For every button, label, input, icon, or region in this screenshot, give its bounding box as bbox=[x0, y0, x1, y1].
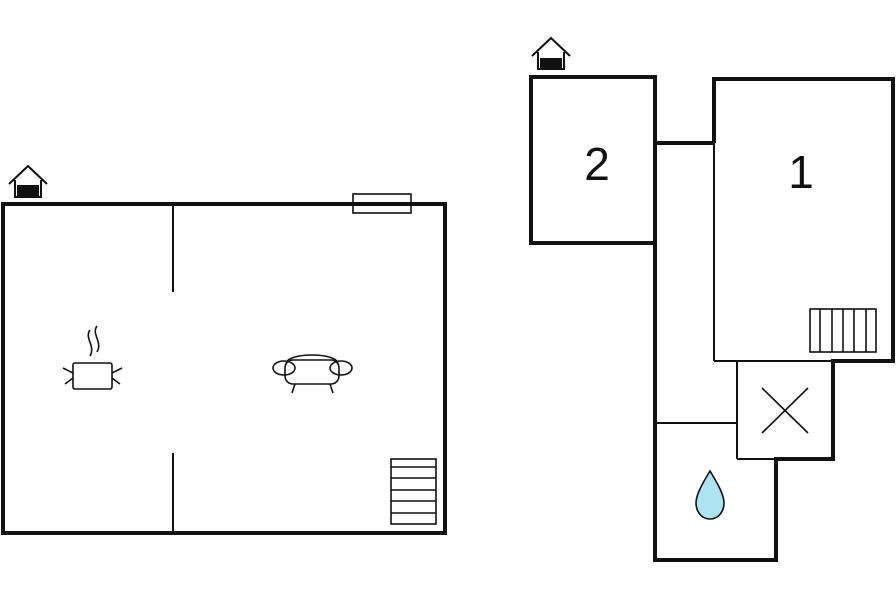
room-2-label: 2 bbox=[584, 138, 610, 190]
sofa-icon bbox=[272, 354, 353, 394]
heater-icon bbox=[352, 193, 412, 214]
stairs-icon bbox=[390, 458, 437, 525]
ground-floor-outer-wall bbox=[1, 202, 447, 535]
void-cross-icon bbox=[761, 387, 809, 434]
room-1-wall bbox=[653, 77, 895, 562]
room-1-label: 1 bbox=[788, 146, 814, 198]
upper-floor: 2 1 bbox=[529, 36, 895, 562]
house-entrance-icon bbox=[531, 36, 571, 70]
ground-floor bbox=[1, 164, 447, 535]
kitchen-pot-icon bbox=[62, 325, 123, 390]
water-drop-icon bbox=[695, 469, 725, 520]
stairs-icon bbox=[809, 308, 877, 353]
house-entrance-icon bbox=[8, 164, 48, 198]
